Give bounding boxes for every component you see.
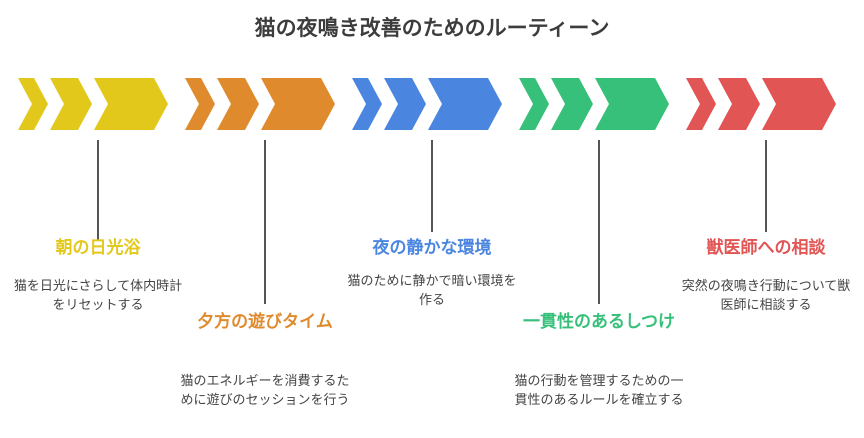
step-heading: 朝の日光浴 [55, 238, 141, 258]
chevron-arrows-icon [352, 78, 502, 130]
step-heading: 夕方の遊びタイム [197, 312, 333, 332]
step-heading: 夜の静かな環境 [372, 238, 492, 258]
connector-line [431, 140, 433, 232]
step-1: 朝の日光浴 猫を日光にさらして体内時計をリセットする [13, 0, 183, 438]
step-heading: 獣医師への相談 [706, 238, 826, 258]
connector-line [765, 140, 767, 232]
step-3: 夜の静かな環境 猫のために静かで暗い環境を作る [347, 0, 517, 438]
chevron-arrows-icon [519, 78, 669, 130]
step-description: 猫のエネルギーを消費するために遊びのセッションを行う [180, 374, 350, 408]
step-description: 猫を日光にさらして体内時計をリセットする [13, 279, 183, 313]
diagram-title: 猫の夜鳴き改善のためのルーティーン [254, 16, 610, 40]
connector-line [97, 140, 99, 240]
step-5: 獣医師への相談 突然の夜鳴き行動について獣医師に相談する [681, 0, 851, 438]
step-heading: 一貫性のあるしつけ [523, 312, 675, 332]
chevron-arrows-icon [18, 78, 168, 130]
chevron-arrows-icon [185, 78, 335, 130]
step-description: 猫のために静かで暗い環境を作る [347, 274, 517, 308]
chevron-arrows-icon [686, 78, 836, 130]
step-description: 突然の夜鳴き行動について獣医師に相談する [681, 279, 851, 313]
step-description: 猫の行動を管理するための一貫性のあるルールを確立する [514, 374, 684, 408]
connector-line [598, 140, 600, 304]
connector-line [264, 140, 266, 304]
step-2: 夕方の遊びタイム 猫のエネルギーを消費するために遊びのセッションを行う [180, 0, 350, 438]
step-4: 一貫性のあるしつけ 猫の行動を管理するための一貫性のあるルールを確立する [514, 0, 684, 438]
